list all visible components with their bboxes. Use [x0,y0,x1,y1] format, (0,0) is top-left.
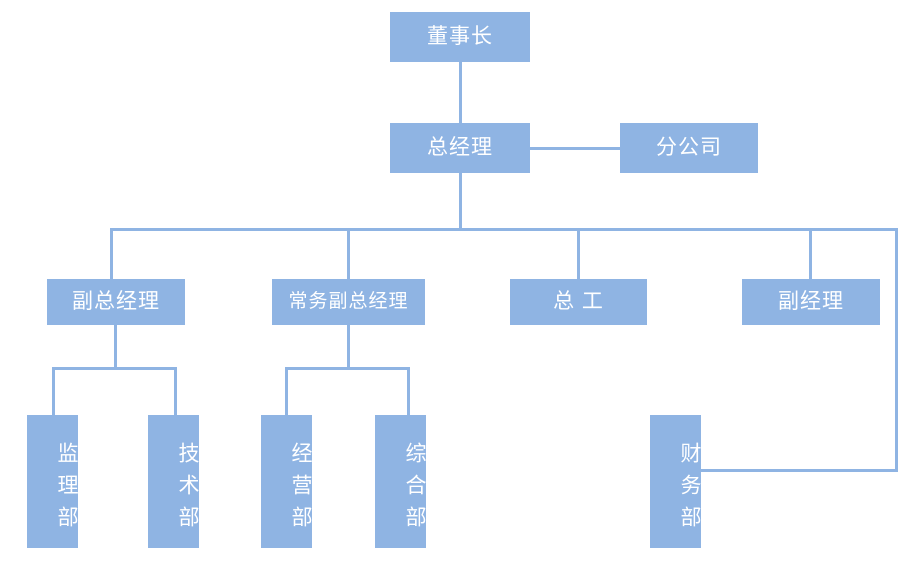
node-supervision-department[interactable]: 监理部 [27,415,78,548]
node-chairman[interactable]: 董事长 [390,12,530,62]
node-operations-department-label: 经营部 [289,441,312,538]
node-deputy-general-manager[interactable]: 副总经理 [47,279,185,325]
node-deputy-manager[interactable]: 副经理 [742,279,880,325]
connector-bus-to-general-affairs-department [407,367,410,415]
connector-bus-to-deputy-general-manager [110,228,113,279]
connector-bus-to-deputy-manager [809,228,812,279]
node-general-affairs-department-label: 综合部 [403,441,426,538]
node-executive-deputy-general-manager-label: 常务副总经理 [288,290,409,312]
node-branch-company[interactable]: 分公司 [620,123,758,173]
connector-chairman-to-general-manager [459,62,462,123]
node-technology-department[interactable]: 技术部 [148,415,199,548]
connector-deputy-general-manager-bus [52,367,177,370]
connector-bus-right-riser [895,228,898,472]
connector-level3-bus [110,228,898,231]
node-operations-department[interactable]: 经营部 [261,415,312,548]
connector-bus-to-supervision-department [52,367,55,415]
node-supervision-department-label: 监理部 [55,441,78,538]
node-chief-engineer-label: 总 工 [553,289,604,313]
node-general-manager-label: 总经理 [427,135,493,159]
connector-bus-to-operations-department [285,367,288,415]
node-finance-department-label: 财务部 [678,441,701,538]
node-branch-company-label: 分公司 [656,135,722,159]
connector-general-manager-to-branch-company [530,147,620,150]
node-deputy-manager-label: 副经理 [778,289,844,313]
connector-executive-deputy-general-manager-bus [285,367,410,370]
node-technology-department-label: 技术部 [176,441,199,538]
node-deputy-general-manager-label: 副总经理 [72,289,160,313]
connector-executive-deputy-general-manager-drop [347,325,350,367]
node-executive-deputy-general-manager[interactable]: 常务副总经理 [272,279,425,325]
connector-deputy-general-manager-drop [114,325,117,367]
connector-bus-to-executive-deputy-general-manager [347,228,350,279]
connector-finance-department-feed [701,469,898,472]
node-general-manager[interactable]: 总经理 [390,123,530,173]
node-chairman-label: 董事长 [427,24,493,48]
node-finance-department[interactable]: 财务部 [650,415,701,548]
node-general-affairs-department[interactable]: 综合部 [375,415,426,548]
connector-bus-to-technology-department [174,367,177,415]
node-chief-engineer[interactable]: 总 工 [510,279,647,325]
connector-bus-to-chief-engineer [577,228,580,279]
connector-general-manager-drop [459,173,462,231]
